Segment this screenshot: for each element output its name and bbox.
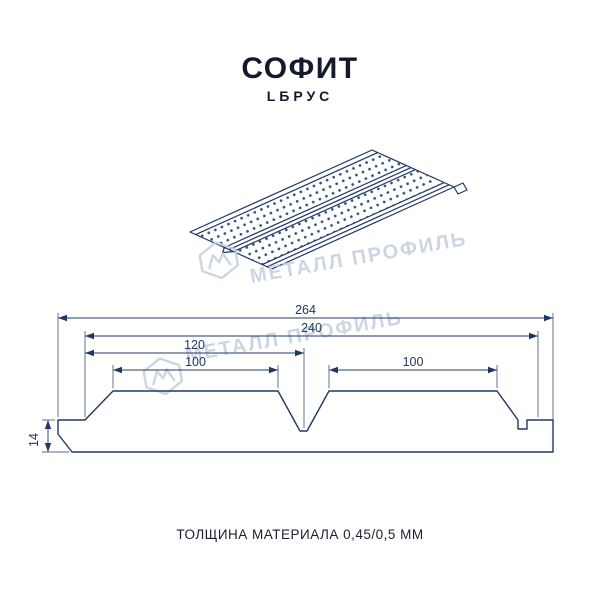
- material-thickness-note: ТОЛЩИНА МАТЕРИАЛА 0,45/0,5 ММ: [176, 527, 424, 542]
- dimension-label-overall-width: 264: [295, 303, 316, 317]
- page-title: СОФИТ: [241, 52, 359, 85]
- dimension-label-cover-width: 240: [301, 321, 322, 335]
- profile-name: LБРУС: [266, 88, 334, 104]
- panel-rib-line: [228, 167, 412, 251]
- dimension-label-half-width: 120: [184, 338, 205, 352]
- metal-profil-logo-icon: [142, 357, 184, 396]
- dimension-label-panel-right: 100: [403, 355, 424, 369]
- panel-rib-line: [224, 164, 407, 249]
- perforation-field-right: [233, 169, 445, 265]
- dimension-lines: [44, 314, 553, 452]
- panel-lock-edge: [453, 182, 468, 195]
- soffit-panel-illustration: [189, 149, 468, 270]
- technical-drawing: 264 240 120 100 100 14: [27, 303, 554, 453]
- soffit-cross-section: [57, 390, 554, 453]
- panel-rib-line: [266, 184, 450, 268]
- metal-profil-logo-icon: [198, 241, 240, 280]
- dimension-label-panel-left: 100: [185, 355, 206, 369]
- watermark-text: МЕТАЛЛ ПРОФИЛЬ: [184, 307, 405, 367]
- panel-rib-line: [195, 152, 378, 236]
- perforation-field-left: [195, 152, 407, 248]
- panel-rib-line: [233, 169, 416, 253]
- dimension-label-height: 14: [27, 433, 41, 447]
- panel-rib-line: [261, 182, 445, 266]
